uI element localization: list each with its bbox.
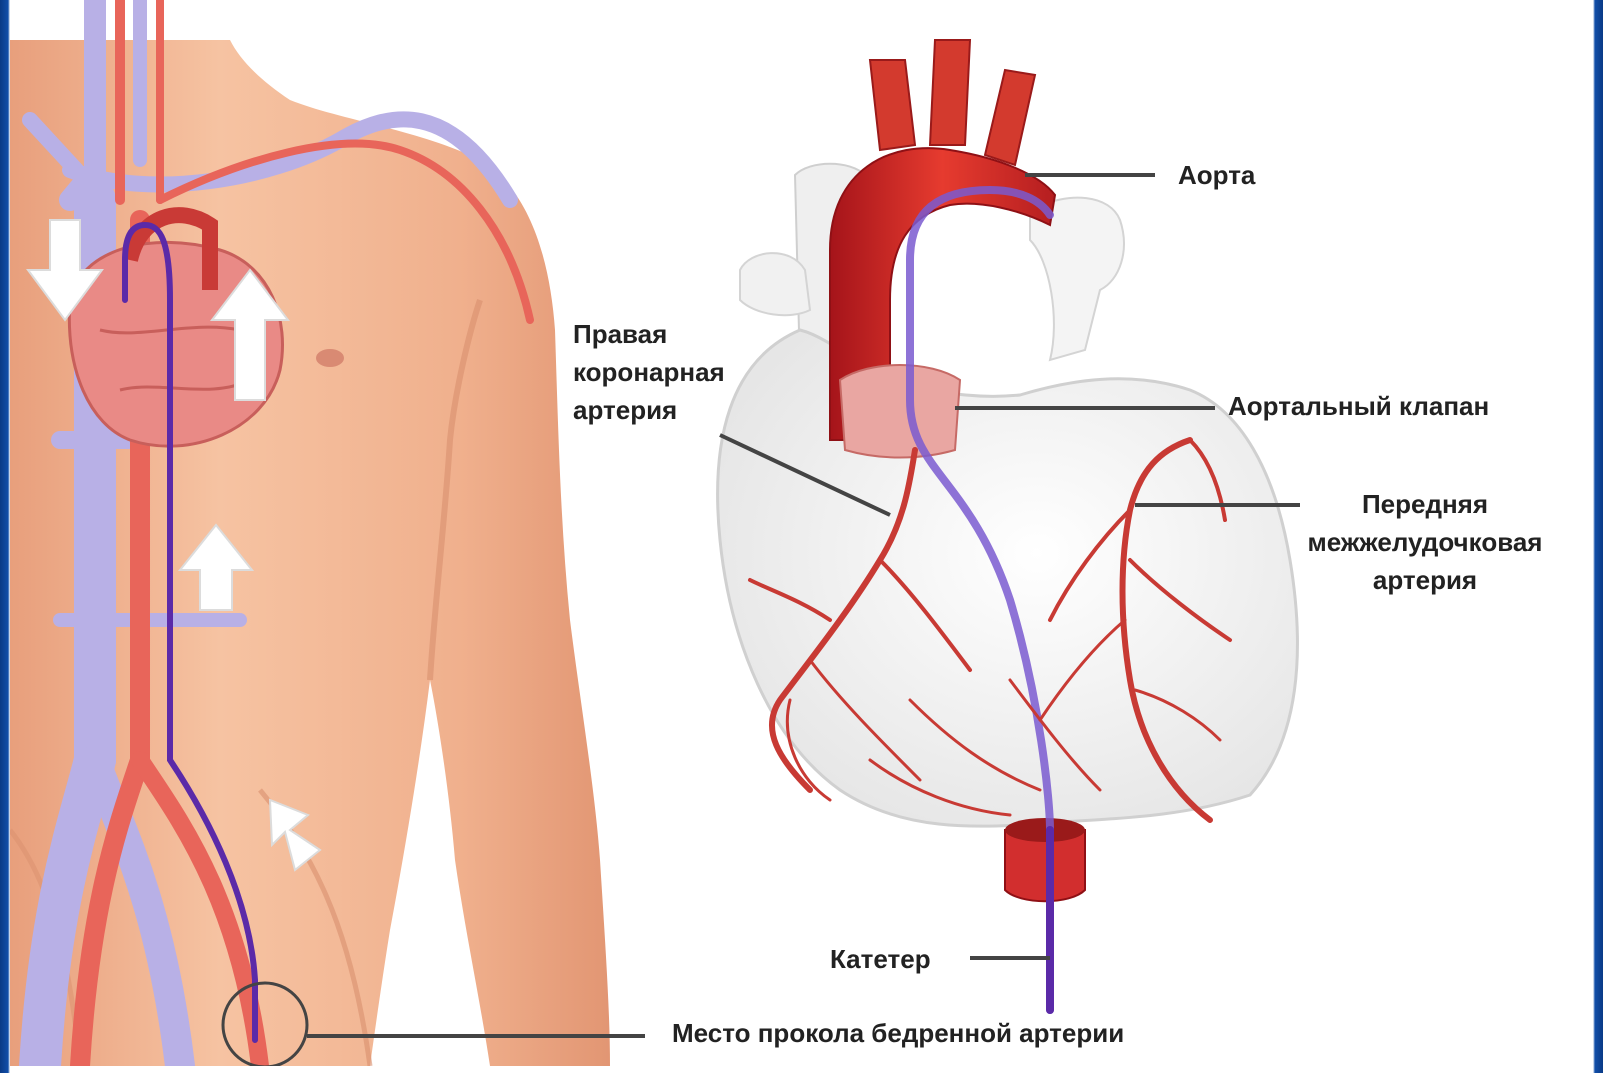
- illustration-stage: Аорта Правая коронарная артерия Аортальн…: [10, 0, 1593, 1066]
- nipple: [316, 349, 344, 367]
- left-auricle: [740, 253, 810, 315]
- label-anterior-interventricular-artery: Передняя межжелудочковая артерия: [1260, 485, 1590, 599]
- label-right-coronary-line2: коронарная: [573, 353, 725, 391]
- label-anterior-line1: Передняя: [1260, 485, 1590, 523]
- label-anterior-line3: артерия: [1260, 561, 1590, 599]
- aortic-valve-region: [840, 365, 960, 458]
- label-anterior-line2: межжелудочковая: [1260, 523, 1590, 561]
- heart-body: [718, 330, 1298, 826]
- aorta-branches: [870, 40, 1035, 165]
- label-catheter: Катетер: [830, 940, 931, 978]
- label-right-coronary-line1: Правая: [573, 315, 725, 353]
- label-right-coronary-artery: Правая коронарная артерия: [573, 315, 725, 429]
- label-right-coronary-line3: артерия: [573, 391, 725, 429]
- label-aorta: Аорта: [1178, 156, 1255, 194]
- label-puncture-site: Место прокола бедренной артерии: [672, 1014, 1124, 1052]
- label-aortic-valve: Аортальный клапан: [1228, 387, 1489, 425]
